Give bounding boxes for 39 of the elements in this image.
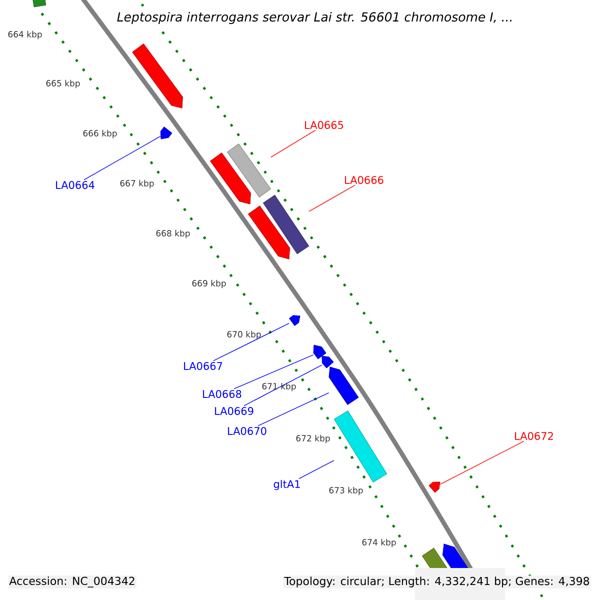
title: Leptospira interrogans serovar Lai str. 56601 chromosome I, ... — [116, 10, 514, 26]
leader-line — [270, 130, 316, 158]
gene-label: LA0672 — [515, 432, 553, 440]
gene-feature — [289, 315, 300, 326]
leader-line — [234, 354, 314, 390]
gene-block — [262, 194, 310, 254]
gene-label: LA0670 — [228, 427, 266, 435]
gene-feature — [313, 344, 326, 360]
leader-line — [244, 364, 322, 406]
gene-label: LA0664 — [56, 181, 94, 189]
gene-feature — [428, 482, 440, 493]
gene-label: LA0666 — [345, 176, 384, 184]
tick-label: 667 kbp — [120, 180, 154, 188]
gene-feature — [160, 126, 172, 140]
tick-label: 666 kbp — [83, 130, 117, 138]
leader-line — [258, 392, 330, 426]
leader-line — [213, 322, 290, 362]
gene-block — [227, 144, 271, 198]
tick-label: 665 kbp — [46, 80, 80, 88]
tick-label: 664 kbp — [8, 30, 42, 40]
leader-line — [298, 460, 334, 480]
leader-line — [440, 440, 524, 485]
gene-label: LA0669 — [215, 407, 254, 415]
tick-label: 669 kbp — [192, 280, 226, 288]
leader-line — [84, 136, 161, 180]
leader-line — [308, 184, 356, 212]
accession-text: Accession: NC_004342 — [8, 576, 136, 588]
gene-block — [334, 410, 388, 482]
gene-label: LA0668 — [203, 390, 242, 398]
tick-label: 674 kbp — [362, 538, 396, 548]
tick-label: 671 kbp — [262, 382, 296, 392]
gene-feature — [322, 356, 334, 368]
gene-label: gltA1 — [274, 480, 300, 490]
tick-label: 668 kbp — [156, 230, 190, 238]
gene-label: LA0667 — [184, 362, 222, 370]
tick-label: 670 kbp — [227, 330, 261, 340]
gene-label: LA0665 — [305, 121, 344, 129]
gene-feature — [328, 366, 359, 405]
summary-text: Topology: circular; Length: 4,332,241 bp; Genes: 4,398 — [283, 576, 591, 588]
